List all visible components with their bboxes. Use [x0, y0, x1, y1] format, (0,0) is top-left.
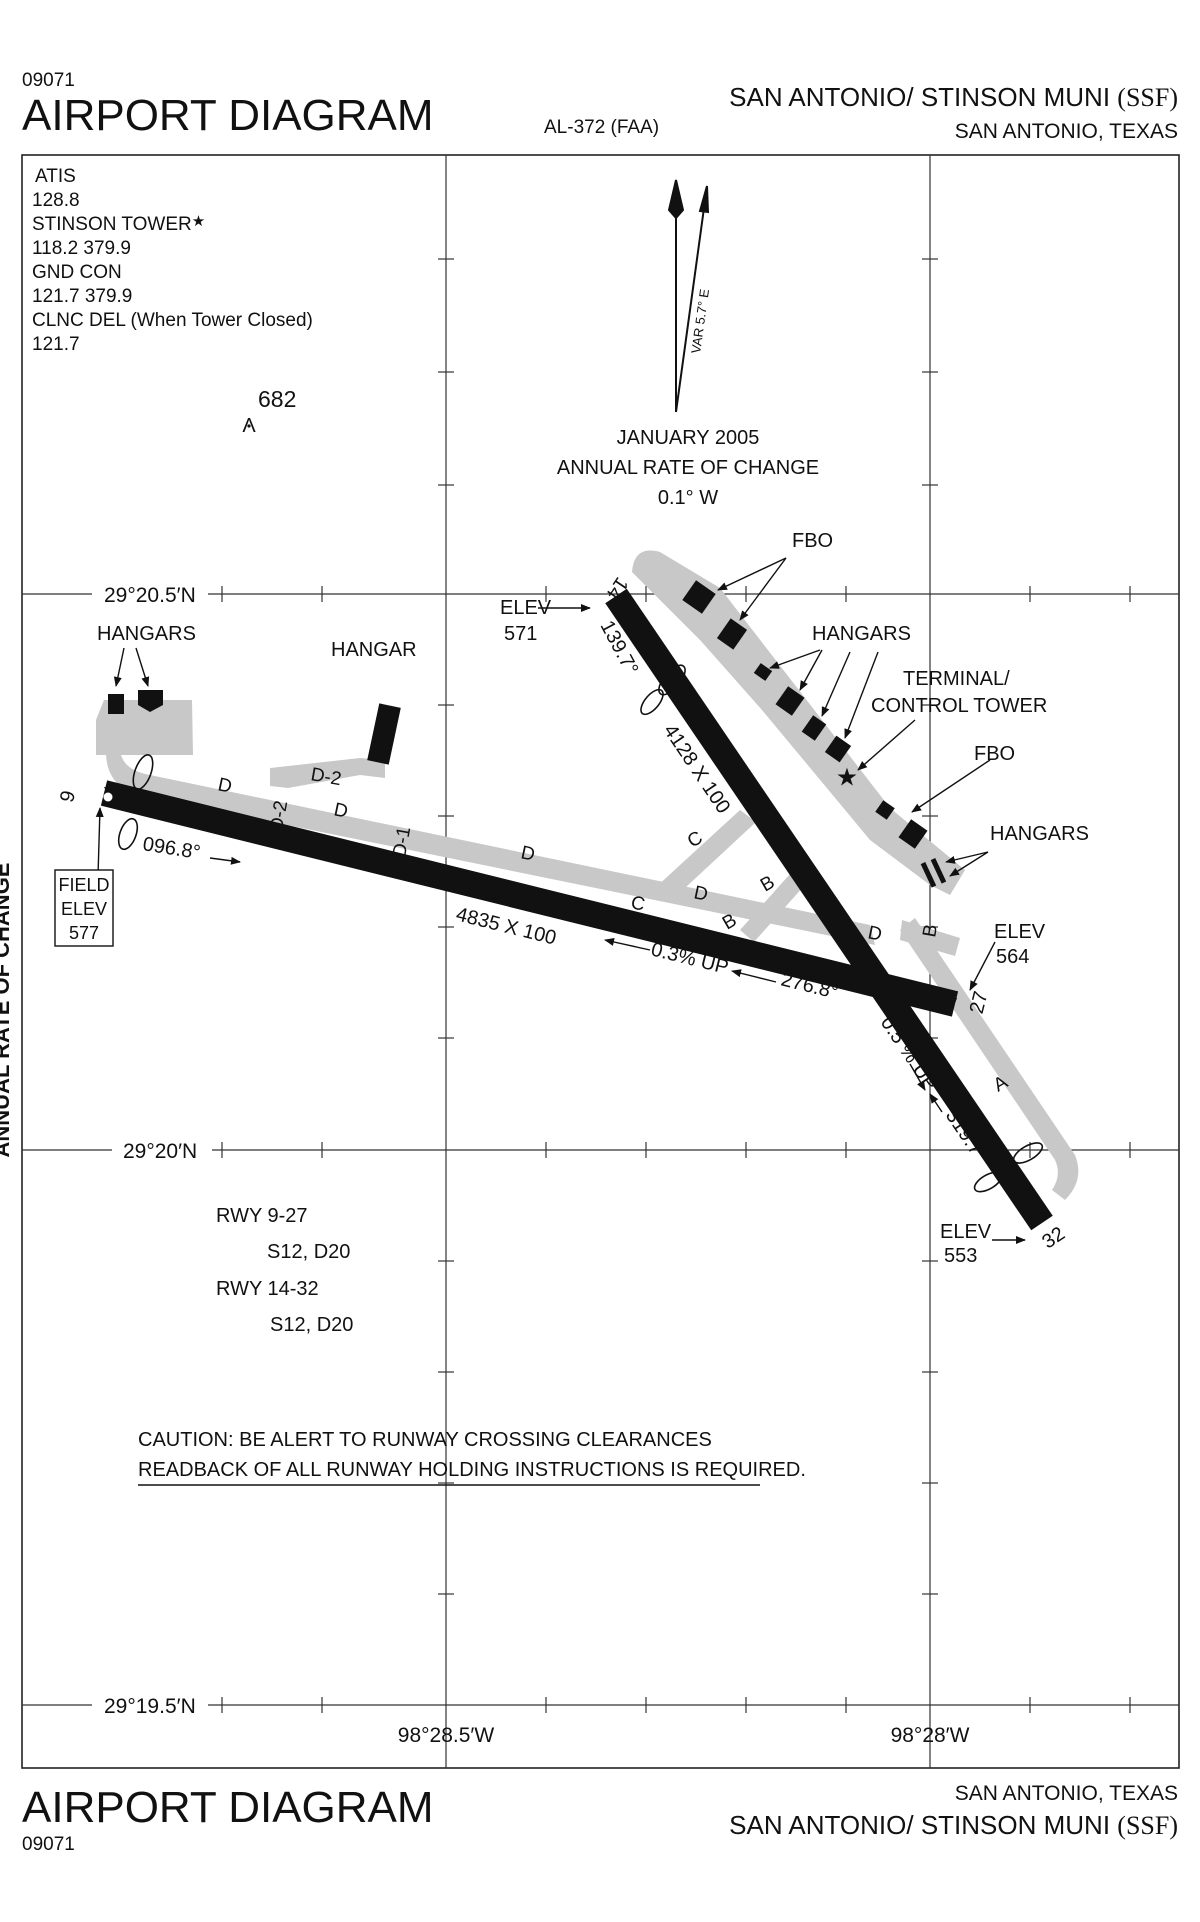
runway-27-heading-arrow: [731, 969, 777, 983]
leader-lines: [95, 557, 1026, 1244]
rwy-14-32-strength-label: RWY 14-32: [216, 1278, 319, 1300]
rwy27-elev-word: ELEV: [994, 921, 1046, 943]
holding-position-icon: [117, 664, 1044, 1193]
fbo-right-label: FBO: [974, 743, 1015, 765]
field-elevation-box: [54, 869, 114, 947]
freq-ground-value: 121.7 379.9: [32, 286, 132, 307]
magnetic-rate-label: ANNUAL RATE OF CHANGE: [557, 457, 819, 479]
freq-tower-value: 118.2 379.9: [32, 238, 131, 259]
obstacle-height: 682: [258, 386, 296, 412]
latitude-top-label: 29°20.5′N: [104, 584, 196, 607]
rwy-14-32-strength-value: S12, D20: [270, 1314, 353, 1336]
rwy32-elev-word: ELEV: [940, 1221, 992, 1243]
freq-atis-value: 128.8: [32, 190, 80, 211]
chart-number-bottom: 09071: [22, 1834, 75, 1855]
runway-27-number: 27: [966, 989, 993, 1016]
obstacle-dot: [247, 424, 251, 428]
caution-line1: CAUTION: BE ALERT TO RUNWAY CROSSING CLE…: [138, 1429, 712, 1451]
latitude-mid-label: 29°20′N: [123, 1140, 197, 1163]
airport-name-top: SAN ANTONIO/ STINSON MUNI (SSF): [729, 82, 1178, 112]
taxiway-d-label-4: D: [692, 882, 710, 905]
rwy-9-27-strength-label: RWY 9-27: [216, 1205, 308, 1227]
runway-9-number: 9: [56, 788, 80, 804]
city-state-bottom: SAN ANTONIO, TEXAS: [955, 1782, 1178, 1805]
freq-tower-label: STINSON TOWER★: [32, 213, 205, 235]
airport-name-bottom: SAN ANTONIO/ STINSON MUNI (SSF): [729, 1810, 1178, 1840]
city-state-top: SAN ANTONIO, TEXAS: [955, 120, 1178, 143]
hangars-left-label: HANGARS: [97, 623, 196, 645]
latitude-bottom-label: 29°19.5′N: [104, 1695, 196, 1718]
runway-9-27-gradient-arrow: [604, 938, 651, 951]
side-text: ANNUAL RATE OF CHANGE: [0, 863, 14, 1158]
diagram-frame: [21, 154, 1180, 1769]
taxiway-d-label-3: D: [519, 842, 537, 865]
freq-ground-label: GND CON: [32, 262, 122, 283]
taxiway-c-label-2: C: [629, 892, 647, 915]
taxiway-d-label: D: [216, 774, 234, 797]
caution-line2: READBACK OF ALL RUNWAY HOLDING INSTRUCTI…: [138, 1459, 806, 1481]
north-arrow-icon: [667, 179, 710, 413]
runway-14-32: [605, 588, 1053, 1231]
runway-9-27: [100, 780, 959, 1017]
hangars-right-label: HANGARS: [990, 823, 1089, 845]
control-tower-icon: ★: [838, 767, 856, 789]
field-elev-line3: 577: [69, 923, 99, 943]
rwy32-elev-value: 553: [944, 1245, 977, 1267]
freq-clearance-value: 121.7: [32, 334, 80, 355]
field-elevation-dot: [103, 792, 113, 802]
hangar-building: [367, 703, 401, 765]
taxiway-d-label-2: D: [332, 799, 350, 822]
rwy14-elev-value: 571: [504, 623, 537, 645]
terminal-label: TERMINAL/: [903, 668, 1010, 690]
rwy27-elev-value: 564: [996, 946, 1029, 968]
runway-32-number: 32: [1038, 1223, 1069, 1254]
field-elev-line2: ELEV: [61, 899, 107, 919]
field-elev-line1: FIELD: [58, 875, 109, 895]
runway-32-heading-arrow: [929, 1093, 943, 1113]
taxiway-d-label-5: D: [866, 922, 884, 945]
longitude-left-label: 98°28.5′W: [398, 1724, 495, 1747]
runway-9-heading-arrow: [209, 856, 241, 865]
runway-9-heading: 096.8°: [141, 833, 202, 864]
taxiway-d2-label: D-2: [309, 764, 343, 790]
page-title-bottom: AIRPORT DIAGRAM: [22, 1783, 434, 1832]
magnetic-date: JANUARY 2005: [617, 427, 760, 449]
rwy-9-27-strength-value: S12, D20: [267, 1241, 350, 1263]
taxiway-d2-label-vertical: D-2: [266, 799, 292, 833]
procedure-id: AL-372 (FAA): [544, 117, 659, 138]
buildings: [108, 580, 947, 888]
frequency-block: ATIS 128.8 STINSON TOWER★ 118.2 379.9 GN…: [32, 166, 313, 355]
taxiway-d1-label: D-1: [389, 825, 415, 859]
freq-atis-label: ATIS: [35, 166, 76, 187]
page-title-top: AIRPORT DIAGRAM: [22, 91, 434, 140]
magnetic-rate-value: 0.1° W: [658, 487, 718, 509]
control-tower-label: CONTROL TOWER: [871, 695, 1047, 717]
fbo-top-label: FBO: [792, 530, 833, 552]
hangars-mid-label: HANGARS: [812, 623, 911, 645]
chart-number-top: 09071: [22, 70, 75, 91]
taxiway-b-label-3: B: [919, 923, 942, 939]
rwy14-elev-word: ELEV: [500, 597, 552, 619]
runway-14-32-gradient-arrow: [909, 1063, 926, 1091]
freq-clearance-label: CLNC DEL (When Tower Closed): [32, 310, 313, 331]
hangar-label: HANGAR: [331, 639, 417, 661]
longitude-right-label: 98°28′W: [891, 1724, 970, 1747]
